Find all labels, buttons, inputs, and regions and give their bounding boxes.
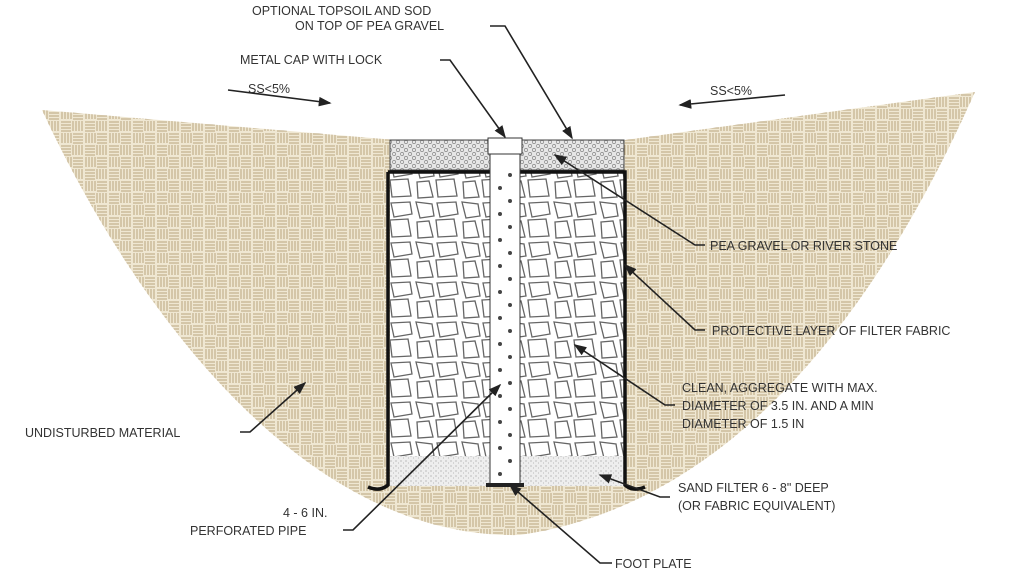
label-metal-cap: METAL CAP WITH LOCK [240, 53, 383, 67]
perforation [498, 342, 502, 346]
leader-pea-gravel [553, 154, 705, 246]
perforation [498, 420, 502, 424]
foot-plate [486, 483, 524, 487]
perforation [498, 212, 502, 216]
perforation [508, 199, 512, 203]
leader-pipe [343, 383, 502, 531]
perforation [508, 459, 512, 463]
label-slope-left: SS<5% [248, 82, 290, 96]
perforation [498, 264, 502, 268]
perforation [508, 407, 512, 411]
perforated-pipe [489, 149, 521, 486]
slope-arrow-left [227, 89, 332, 107]
perforation [498, 394, 502, 398]
perforation [508, 173, 512, 177]
leader-topsoil [490, 25, 573, 140]
label-topsoil-line2: ON TOP OF PEA GRAVEL [295, 19, 444, 33]
label-topsoil-line1: OPTIONAL TOPSOIL AND SOD [252, 4, 431, 18]
leader-metal-cap [440, 59, 506, 139]
perforation [508, 433, 512, 437]
label-pea-gravel: PEA GRAVEL OR RIVER STONE [710, 239, 897, 253]
label-aggregate-line2: DIAMETER OF 3.5 IN. AND A MIN [682, 399, 874, 413]
metal-cap [487, 137, 523, 155]
leader-aggregate [573, 344, 675, 406]
perforation [498, 472, 502, 476]
label-pipe-line1: 4 - 6 IN. [283, 506, 327, 520]
perforation [508, 355, 512, 359]
perforation [508, 251, 512, 255]
leader-undisturbed [240, 381, 307, 433]
pipe-perforations: (function(){const g=document.currentScri… [498, 173, 512, 476]
perforation [508, 329, 512, 333]
perforation [508, 277, 512, 281]
perforation [508, 303, 512, 307]
label-pipe-line2: PERFORATED PIPE [190, 524, 306, 538]
labels: OPTIONAL TOPSOIL AND SOD ON TOP OF PEA G… [25, 4, 950, 571]
leaders [227, 25, 786, 564]
perforation [508, 381, 512, 385]
label-filter-fabric: PROTECTIVE LAYER OF FILTER FABRIC [712, 324, 950, 338]
slope-arrow-right [678, 94, 786, 109]
label-sand-line2: (OR FABRIC EQUIVALENT) [678, 499, 835, 513]
leader-filter-fabric [623, 263, 705, 331]
label-sand-line1: SAND FILTER 6 - 8" DEEP [678, 481, 829, 495]
label-slope-right: SS<5% [710, 84, 752, 98]
label-foot-plate: FOOT PLATE [615, 557, 692, 571]
leader-foot-plate [508, 483, 612, 564]
leader-sand-filter [598, 474, 670, 498]
perforation [498, 186, 502, 190]
perforation [498, 290, 502, 294]
perforation [508, 225, 512, 229]
label-undisturbed: UNDISTURBED MATERIAL [25, 426, 180, 440]
perforation [498, 316, 502, 320]
perforation [498, 368, 502, 372]
label-aggregate-line3: DIAMETER OF 1.5 IN [682, 417, 804, 431]
perforation [498, 238, 502, 242]
perforation [498, 446, 502, 450]
label-aggregate-line1: CLEAN, AGGREGATE WITH MAX. [682, 381, 878, 395]
